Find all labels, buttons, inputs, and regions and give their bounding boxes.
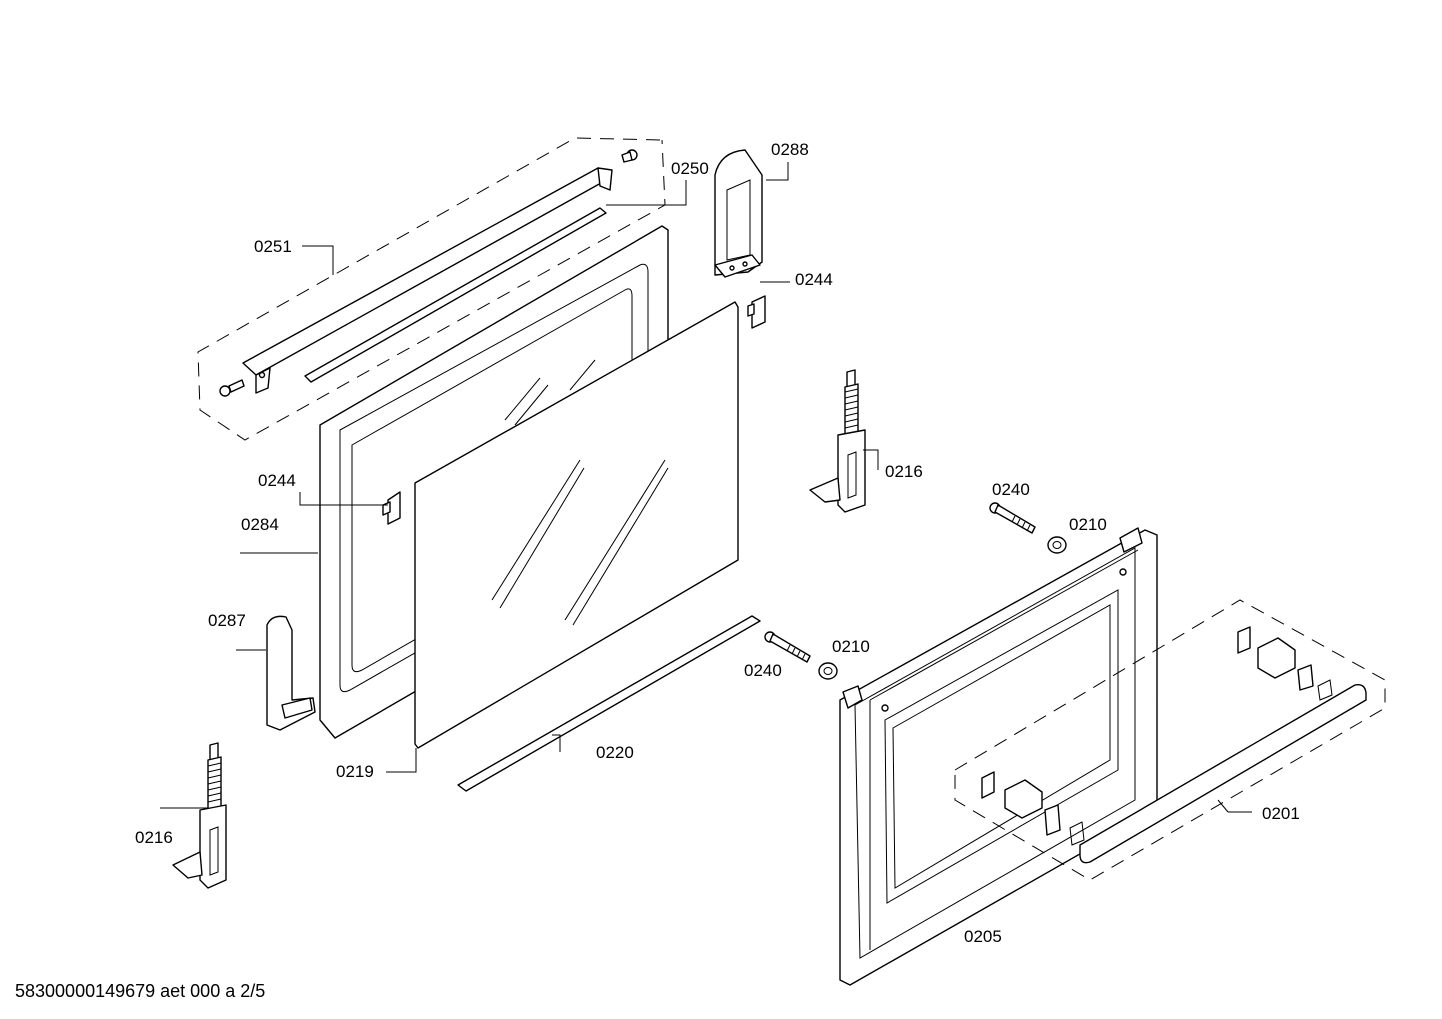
label-0216-left: 0216 — [135, 828, 173, 847]
label-0219: 0219 — [336, 762, 374, 781]
label-0284: 0284 — [241, 515, 279, 534]
screw-top-right — [621, 149, 638, 163]
hinge-cover-0288 — [714, 149, 763, 278]
label-0251: 0251 — [254, 237, 292, 256]
label-0288: 0288 — [771, 140, 809, 159]
nut-0210-top — [1047, 536, 1067, 554]
drawing-code-footer: 58300000149679 aet 000 a 2/5 — [15, 981, 266, 1001]
label-0220: 0220 — [596, 743, 634, 762]
screw-top-left — [219, 379, 245, 397]
nut-0210-mid — [818, 662, 838, 680]
label-0216-right: 0216 — [885, 462, 923, 481]
label-0244-top: 0244 — [795, 270, 833, 289]
bolt-0240-mid — [764, 631, 811, 663]
outer-door-frame-0205 — [839, 527, 1158, 986]
leader-lines — [160, 162, 1252, 813]
top-gasket-strip — [304, 207, 607, 383]
door-glass-pane — [414, 301, 739, 749]
top-rail-bar — [242, 167, 613, 394]
part-labels: 0288 0250 0251 0244 0216 0240 0210 0244 … — [135, 140, 1300, 946]
label-0210-top: 0210 — [1069, 515, 1107, 534]
label-0240-mid: 0240 — [744, 661, 782, 680]
label-0205: 0205 — [964, 927, 1002, 946]
handle-mount-left — [981, 771, 1061, 836]
label-0287: 0287 — [208, 611, 246, 630]
label-0244-left: 0244 — [258, 471, 296, 490]
clip-0244-top — [747, 295, 766, 329]
label-0250: 0250 — [671, 159, 709, 178]
label-0240-top: 0240 — [992, 480, 1030, 499]
hinge-0216-left — [172, 742, 227, 889]
label-0201: 0201 — [1262, 804, 1300, 823]
bolt-0240-top — [989, 502, 1036, 534]
handle-assembly-dashed-frame — [954, 599, 1386, 881]
hinge-cover-0287 — [266, 615, 316, 731]
label-0210-mid: 0210 — [832, 637, 870, 656]
handle-mount-right — [1237, 626, 1314, 691]
hinge-0216-right — [809, 369, 866, 513]
bottom-gasket-strip-0220 — [457, 615, 761, 792]
door-handle-bar-0201 — [1069, 679, 1367, 864]
